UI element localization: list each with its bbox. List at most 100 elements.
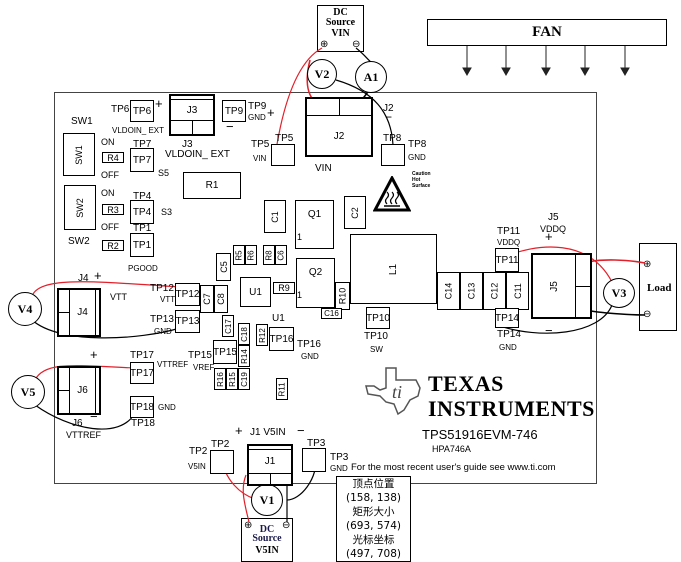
tp5-ref: TP5	[251, 139, 270, 150]
connector-j2[interactable]: J2	[305, 97, 373, 157]
c8-label: C8	[215, 293, 226, 305]
sw1-body-label: SW1	[73, 144, 84, 165]
tp5-body-ref: TP5	[275, 133, 294, 144]
minus-terminal-icon[interactable]: ⊖	[352, 39, 361, 50]
j5-body-label: J5	[548, 280, 560, 292]
voltmeter-v2[interactable]: V2	[307, 59, 337, 89]
tp11-net: VDDQ	[497, 238, 521, 247]
sw1-label: SW1	[71, 116, 93, 127]
dc-source-vin[interactable]: DC Source VIN ⊕ ⊖	[317, 5, 364, 52]
capacitor-c19: C19	[238, 368, 250, 390]
tp12-net: VTT	[160, 295, 176, 304]
resistor-r12: R12	[256, 324, 268, 346]
connector-j6[interactable]: J6	[57, 366, 101, 415]
test-point-tp7[interactable]: TP7	[130, 148, 154, 172]
c11-label: C11	[512, 283, 523, 299]
test-point-tp15[interactable]: TP15	[213, 340, 237, 364]
resistor-r10: R10	[335, 282, 350, 310]
test-point-tp12[interactable]: TP12	[175, 283, 200, 306]
resistor-r9: R9	[273, 282, 295, 294]
c12-label: C12	[489, 282, 500, 300]
sw2-label: SW2	[68, 236, 90, 247]
capacitor-c2: C2	[344, 196, 366, 229]
tp1-ref: TP1	[133, 223, 152, 234]
sw2-off-label: OFF	[101, 222, 119, 232]
tp17-net: VTTREF	[157, 360, 189, 369]
sw1-on-label: ON	[101, 137, 115, 147]
test-point-tp11[interactable]: TP11	[495, 248, 519, 272]
rect-size-value: (693, 574)	[346, 520, 401, 532]
j4-minus: −	[94, 329, 102, 344]
c18-label: C18	[239, 326, 249, 342]
connector-j5[interactable]: J5	[531, 253, 592, 319]
switch-sw1[interactable]: SW1	[63, 133, 95, 176]
test-point-tp16[interactable]: TP16	[269, 327, 294, 351]
tp16-ref: TP16	[297, 339, 321, 350]
j1-body-label: J1	[264, 456, 276, 467]
r5-label: R5	[234, 249, 244, 261]
tp2-net: V5IN	[188, 462, 206, 471]
test-point-tp10[interactable]: TP10	[366, 307, 390, 329]
voltmeter-v1[interactable]: V1	[251, 484, 283, 516]
cursor-coordinate-value: (497, 708)	[346, 548, 401, 560]
j4-body-label: J4	[77, 307, 88, 318]
test-point-tp1[interactable]: TP1	[130, 233, 154, 257]
tp10-ref: TP10	[364, 331, 388, 342]
dc-source-vin-line3: VIN	[331, 28, 350, 39]
test-point-tp13[interactable]: TP13	[175, 310, 200, 333]
tp7-net: S5	[158, 168, 170, 178]
test-point-tp17[interactable]: TP17	[130, 362, 154, 384]
minus-terminal-icon[interactable]: ⊖	[282, 520, 291, 531]
tp3-body-ref: TP3	[307, 438, 326, 449]
transistor-q2: Q2	[296, 258, 335, 308]
dc-source-v5in[interactable]: ⊕ ⊖ DC Source V5IN	[241, 518, 293, 562]
tp4-ref: TP4	[133, 191, 152, 202]
tp16-net: GND	[301, 352, 319, 361]
test-point-tp18[interactable]: TP18	[130, 396, 154, 418]
test-point-tp14[interactable]: TP14	[495, 308, 519, 328]
plus-terminal-icon[interactable]: ⊕	[643, 259, 652, 270]
test-point-tp3[interactable]	[302, 448, 326, 472]
voltmeter-v3[interactable]: V3	[603, 278, 635, 308]
tp13-net: GND	[154, 327, 172, 336]
minus-terminal-icon[interactable]: ⊖	[643, 309, 652, 320]
sw2-on-label: ON	[101, 188, 115, 198]
tp5-net: VIN	[253, 154, 267, 163]
voltmeter-v4[interactable]: V4	[8, 292, 42, 326]
test-point-tp8[interactable]	[381, 144, 405, 166]
ti-company-line2: INSTRUMENTS	[428, 396, 595, 421]
dc-source-vin-line1: DC	[333, 7, 348, 18]
test-point-tp9[interactable]: TP9	[222, 100, 246, 122]
r12-label: R12	[257, 327, 267, 343]
test-point-tp2[interactable]	[210, 450, 234, 474]
test-point-tp5[interactable]	[271, 144, 295, 166]
electronic-load[interactable]: ⊕ Load ⊖	[639, 243, 677, 331]
switch-sw2[interactable]: SW2	[64, 185, 96, 230]
connector-j3[interactable]: J3	[169, 94, 215, 136]
test-point-tp4[interactable]: TP4	[130, 200, 154, 224]
connector-j4[interactable]: J4	[57, 288, 101, 337]
c13-label: C13	[466, 282, 477, 300]
j6-minus: −	[90, 409, 98, 424]
j3-minus: −	[226, 119, 234, 134]
connector-j1[interactable]: J1	[247, 444, 293, 486]
r16-label: R16	[215, 371, 225, 387]
u1-ref: U1	[272, 313, 285, 324]
c7-label: C7	[201, 293, 212, 305]
ti-company-line1: TEXAS	[428, 371, 504, 396]
j3-body-label: J3	[186, 104, 198, 116]
resistor-r1: R1	[183, 172, 241, 199]
tp2-body-ref: TP2	[211, 439, 230, 450]
fan-arrow-icon	[620, 67, 630, 77]
plus-terminal-icon[interactable]: ⊕	[244, 520, 253, 531]
j4-plus: +	[94, 268, 102, 283]
capacitor-c1: C1	[264, 200, 286, 233]
fan-arrow-icon	[580, 67, 590, 77]
resistor-r8: R8	[263, 245, 275, 265]
voltmeter-v5[interactable]: V5	[11, 375, 45, 409]
dc-source-v5in-line1: DC	[259, 524, 275, 535]
ammeter-a1[interactable]: A1	[355, 61, 387, 93]
dc-source-v5in-line2: Source	[252, 533, 282, 544]
test-point-tp6[interactable]: TP6	[130, 100, 154, 122]
plus-terminal-icon[interactable]: ⊕	[320, 39, 329, 50]
